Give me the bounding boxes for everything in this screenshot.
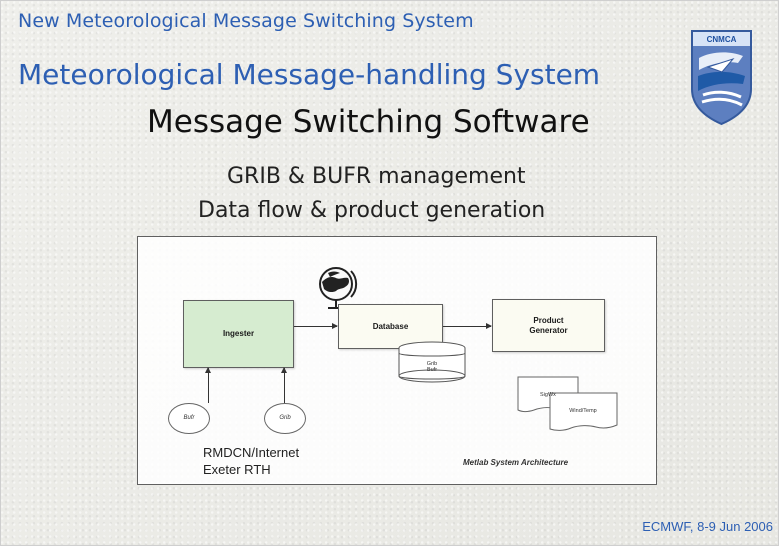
doc-2-label: Wind/Temp xyxy=(569,408,597,414)
database-storage-cylinder: Grib Bufr xyxy=(395,341,469,386)
section-line-1: GRIB & BUFR management xyxy=(227,164,526,189)
ingester-label: Ingester xyxy=(222,329,255,338)
ingester-box: Ingester xyxy=(183,300,294,368)
product-generator-label-line-1: Product xyxy=(533,315,564,325)
arrow-grib-to-ingester xyxy=(281,367,287,403)
logo-label: CNMCA xyxy=(707,35,737,44)
cylinder-label-line-1: Grib xyxy=(427,361,437,367)
database-box: Database xyxy=(338,304,443,349)
source-network-line-2: Exeter RTH xyxy=(203,462,271,477)
grib-source-oval: Grib xyxy=(264,403,306,434)
globe-icon xyxy=(312,262,364,314)
doc-1-label: SigWx xyxy=(540,392,556,398)
arrow-ingester-to-database xyxy=(294,323,338,329)
main-title: Message Switching Software xyxy=(147,104,590,140)
cylinder-label-line-2: Bufr xyxy=(427,367,437,373)
architecture-caption: Metlab System Architecture xyxy=(463,458,569,467)
grib-source-label: Grib xyxy=(279,415,291,421)
bufr-source-oval: Bufr xyxy=(168,403,210,434)
top-title: New Meteorological Message Switching Sys… xyxy=(18,10,474,32)
section-line-2: Data flow & product generation xyxy=(198,198,546,223)
generated-documents: SigWx Wind/Temp xyxy=(514,365,622,447)
source-network-line-1: RMDCN/Internet xyxy=(203,445,300,460)
product-generator-box: Product Generator xyxy=(492,299,605,352)
footer-text: ECMWF, 8-9 Jun 2006 xyxy=(642,519,773,534)
cnmca-logo: CNMCA xyxy=(685,28,758,128)
architecture-diagram: Ingester Database Product Generator Grib… xyxy=(137,236,657,485)
bufr-source-label: Bufr xyxy=(183,415,195,421)
arrow-bufr-to-ingester xyxy=(205,367,211,403)
product-generator-label-line-2: Generator xyxy=(529,325,568,335)
subtitle: Meteorological Message-handling System xyxy=(18,58,601,91)
database-label: Database xyxy=(372,321,409,331)
arrow-database-to-product xyxy=(443,323,492,329)
